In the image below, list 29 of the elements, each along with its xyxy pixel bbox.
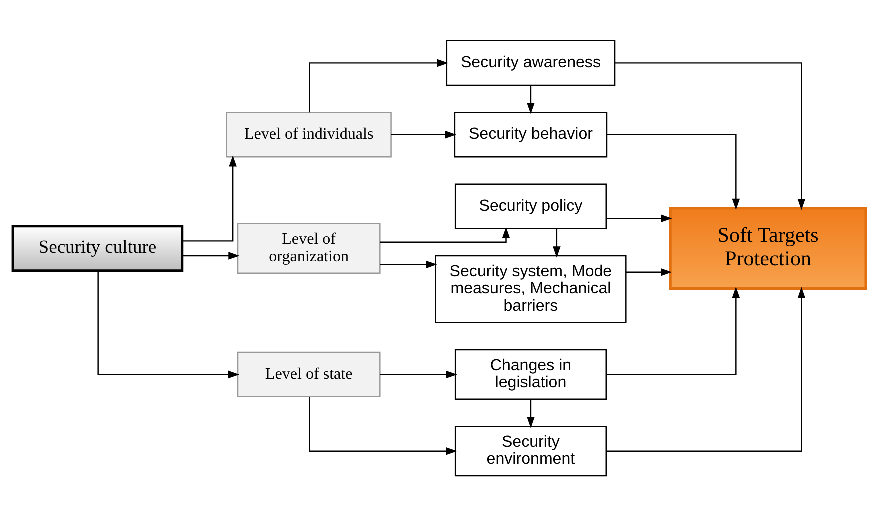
arrow: [607, 134, 740, 210]
arrow: [380, 260, 438, 269]
node-box: Security culture: [12, 225, 184, 272]
arrow: [606, 287, 806, 452]
arrow: [309, 59, 449, 113]
node-box: Security system, Mode measures, Mechanical barriers: [435, 255, 627, 324]
node-box: Level of organization: [237, 223, 381, 274]
arrow: [615, 62, 806, 210]
arrow: [527, 400, 535, 428]
arrow: [553, 229, 561, 258]
node-box: Security awareness: [446, 40, 616, 86]
arrow: [380, 227, 510, 244]
arrow: [309, 397, 458, 456]
arrow: [391, 130, 457, 139]
node-box: Level of individuals: [226, 112, 392, 158]
arrow: [527, 85, 535, 114]
node-box: Security behavior: [454, 112, 608, 158]
arrow: [380, 370, 458, 379]
arrow: [98, 271, 240, 379]
arrow: [182, 252, 240, 260]
node-box: Level of state: [237, 352, 381, 398]
node-box: Security environment: [454, 426, 607, 477]
arrow: [606, 214, 672, 223]
node-box: Changes in legislation: [454, 349, 607, 400]
node-box: Soft Targets Protection: [669, 207, 868, 290]
arrow: [606, 286, 740, 376]
arrow: [182, 156, 237, 242]
arrow: [626, 268, 672, 276]
node-box: Security policy: [454, 184, 607, 230]
